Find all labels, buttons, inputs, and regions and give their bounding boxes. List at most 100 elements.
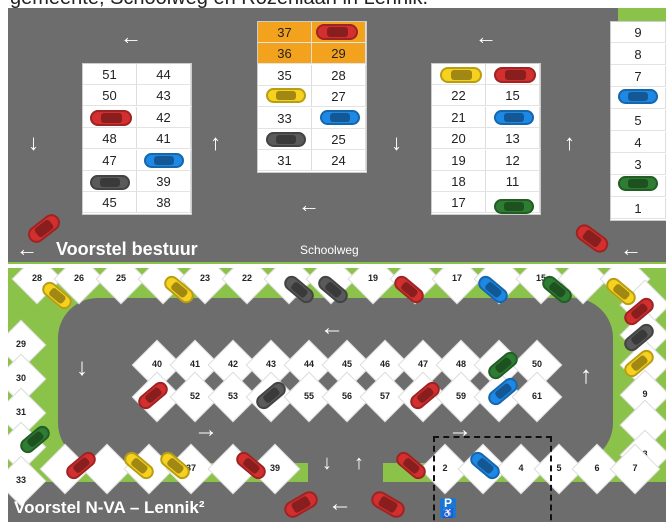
arrow-down-icon: ↓: [322, 452, 332, 474]
parking-space-number: 19: [432, 149, 486, 171]
arrow-down-icon: ↓: [76, 354, 88, 381]
top-plan-title: Voorstel bestuur: [56, 239, 198, 259]
wheelchair-icon: ♿: [442, 508, 454, 518]
parking-spot-number: 2: [442, 463, 448, 473]
parking-space-number: 18: [432, 171, 486, 192]
parking-space-number: 1: [611, 198, 666, 219]
parked-car: [316, 24, 358, 40]
parking-spot-number: 40: [151, 359, 162, 369]
parking-space-number: 3: [611, 154, 666, 175]
parking-space-number: 20: [432, 128, 486, 150]
parking-spot-number: 22: [241, 273, 252, 283]
parking-spot-number: 57: [379, 391, 390, 401]
parked-car: [90, 110, 132, 126]
arrow-left-icon: ←: [16, 236, 38, 261]
arrow-left-icon: ←: [298, 192, 320, 217]
parked-car: [494, 110, 534, 125]
parking-space-number: 37: [258, 22, 312, 43]
parking-space-number: 41: [137, 128, 191, 150]
parked-car: [618, 176, 658, 191]
parking-space-number: [258, 86, 312, 108]
parking-spot-number: 46: [379, 359, 390, 369]
street-label: Schoolweg: [300, 243, 359, 257]
arrow-left-icon: ←: [120, 24, 142, 49]
parked-car: [320, 110, 360, 125]
parking-spot-number: 31: [15, 407, 26, 417]
parking-spot-number: 37: [185, 463, 196, 473]
parking-spot-number: 30: [15, 373, 26, 383]
parking-space-number: [611, 88, 666, 109]
arrow-left-icon: ←: [620, 236, 642, 261]
parking-space-number: [258, 129, 312, 150]
parking-spot-number: 23: [199, 273, 210, 283]
parking-spot-number: 7: [632, 463, 638, 473]
parked-car: [440, 67, 482, 83]
parking-space-number: 51: [83, 64, 137, 85]
arrow-down-icon: ↓: [28, 130, 39, 155]
parking-space-number: 5: [611, 110, 666, 131]
parking-space-number: [486, 64, 540, 85]
parking-spot-number: 59: [455, 391, 466, 401]
parking-letter: P: [443, 496, 452, 510]
parking-spot-number: 33: [15, 475, 26, 485]
parking-space-number: 15: [486, 85, 540, 107]
caption-text: gemeente, Schoolweg en Rozenlaan in Lenn…: [10, 0, 428, 8]
parked-car: [494, 199, 534, 214]
arrow-left-icon: ←: [475, 24, 497, 49]
parking-spot-number: 4: [518, 463, 524, 473]
parking-spot-number: 25: [115, 273, 126, 283]
parking-spot-number: 28: [31, 273, 42, 283]
parking-spot-number: 56: [341, 391, 352, 401]
parking-space-number: 17: [432, 192, 486, 214]
parking-space-number: [486, 106, 540, 128]
parking-space-number: 44: [137, 64, 191, 85]
parking-space-number: 21: [432, 106, 486, 128]
arrow-up-icon: ↑: [210, 130, 221, 155]
arrow-left-icon: ←: [320, 314, 344, 341]
parked-car: [144, 153, 184, 168]
parking-spot-number: 48: [455, 359, 466, 369]
parking-strip-right: [432, 64, 540, 214]
parking-space-number: [611, 176, 666, 197]
parking-space-number: 7: [611, 66, 666, 87]
top-asphalt-road: [8, 218, 666, 262]
parking-space-number: 8: [611, 44, 666, 65]
parking-space-number: 13: [486, 128, 540, 150]
parking-space-number: 42: [137, 106, 191, 128]
arrow-left-icon: ←: [328, 490, 352, 517]
parking-spot-number: 44: [303, 359, 314, 369]
top-asphalt-right: [568, 8, 618, 218]
parking-spot-number: 52: [189, 391, 200, 401]
parking-space-number: 12: [486, 149, 540, 171]
parking-spot-number: 29: [15, 339, 26, 349]
parking-space-number: 25: [312, 129, 366, 150]
parking-spot-number: 42: [227, 359, 238, 369]
parking-space-number: 29: [312, 43, 366, 65]
parking-spot-number: 15: [535, 273, 546, 283]
parking-space-number: [83, 171, 137, 192]
parking-space-number: 27: [312, 86, 366, 108]
parking-space-number: 28: [312, 64, 366, 86]
parked-car: [266, 88, 306, 103]
bottom-plan-panel: 2826252322191715293031339840414243444546…: [8, 268, 666, 522]
parking-space-number: 48: [83, 128, 137, 150]
arrow-right-icon: →: [194, 416, 218, 443]
parking-space-number: 4: [611, 132, 666, 153]
parking-space-number: 33: [258, 107, 312, 129]
parking-space-number: 22: [432, 85, 486, 107]
parking-spot-number: 19: [367, 273, 378, 283]
bottom-plan-title: Voorstel N-VA – Lennik²: [14, 498, 205, 517]
parking-space-number: [432, 64, 486, 85]
bottom-asphalt-exit: [308, 438, 383, 488]
parking-space-number: 45: [83, 192, 137, 214]
parking-spot-number: 17: [451, 273, 462, 283]
parked-car: [618, 89, 658, 104]
parking-space-number: [312, 107, 366, 129]
parking-space-number: 35: [258, 64, 312, 86]
arrow-up-icon: ↑: [580, 362, 592, 389]
parking-space-number: 38: [137, 192, 191, 214]
parking-space-number: 31: [258, 150, 312, 172]
parking-spot-number: 43: [265, 359, 276, 369]
